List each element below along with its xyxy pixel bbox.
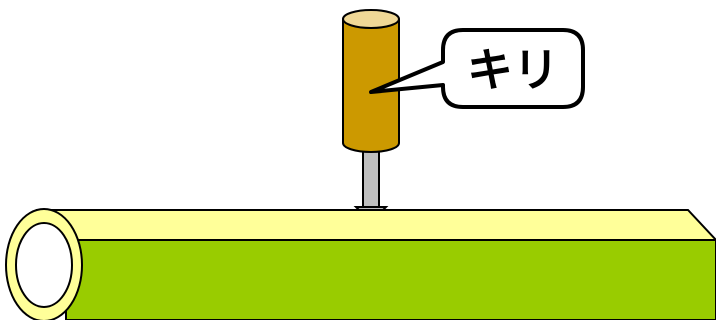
tube-top-face [35, 209, 716, 241]
tube [5, 208, 716, 320]
tube-side-face [65, 239, 716, 320]
callout-bubble [369, 28, 585, 109]
tube-hole [15, 222, 73, 308]
drill-handle-top [342, 9, 400, 29]
drill-handle [342, 9, 400, 153]
drill-shaft-body [362, 150, 380, 210]
callout-label: キリ [467, 43, 559, 97]
drill-handle-body [342, 19, 400, 153]
callout: キリ [369, 28, 585, 109]
